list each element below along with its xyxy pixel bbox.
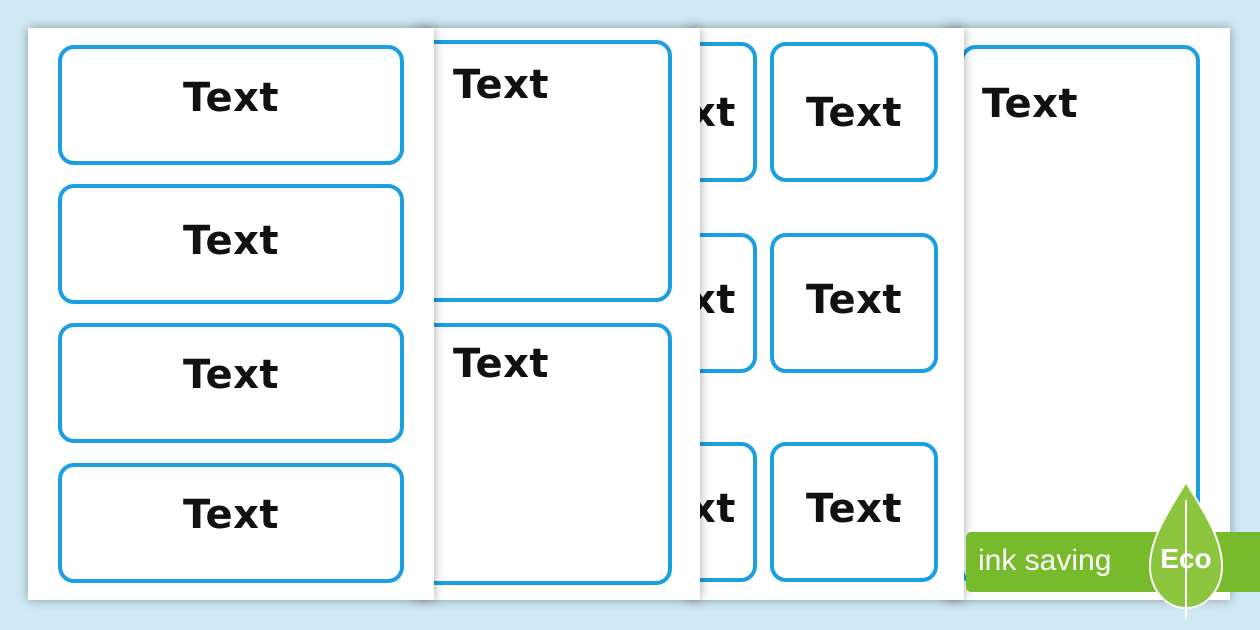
- label-sheet-medium: Text Text: [395, 28, 700, 600]
- label-text: Text: [182, 218, 280, 264]
- label-card-large: Text: [960, 45, 1200, 585]
- label-card-small: Text: [770, 233, 938, 373]
- label-text: Text: [453, 341, 550, 387]
- leaf-icon: [1148, 480, 1224, 618]
- label-sheet-large: Text: [945, 28, 1230, 600]
- eco-badge-text: Eco: [1160, 543, 1212, 574]
- label-text: Text: [453, 62, 550, 108]
- label-sheet-small-squares: xt Text xt Text xt Text: [668, 28, 964, 600]
- label-text: Text: [182, 492, 280, 538]
- label-card-wide: Text: [58, 323, 404, 443]
- label-text: Text: [182, 352, 280, 398]
- label-card-small: Text: [770, 42, 938, 182]
- label-card-medium: Text: [395, 323, 672, 585]
- label-text: Text: [805, 486, 903, 532]
- label-card-wide: Text: [58, 184, 404, 304]
- label-text: Text: [982, 81, 1079, 127]
- ink-saving-text: ink saving: [978, 544, 1112, 577]
- label-card-wide: Text: [58, 45, 404, 165]
- label-card-wide: Text: [58, 463, 404, 583]
- label-text: Text: [805, 90, 903, 136]
- label-text: Text: [805, 277, 903, 323]
- label-card-small: Text: [770, 442, 938, 582]
- label-text: Text: [182, 75, 280, 121]
- label-sheet-wide: Text Text Text Text: [28, 28, 434, 600]
- label-card-medium: Text: [395, 40, 672, 302]
